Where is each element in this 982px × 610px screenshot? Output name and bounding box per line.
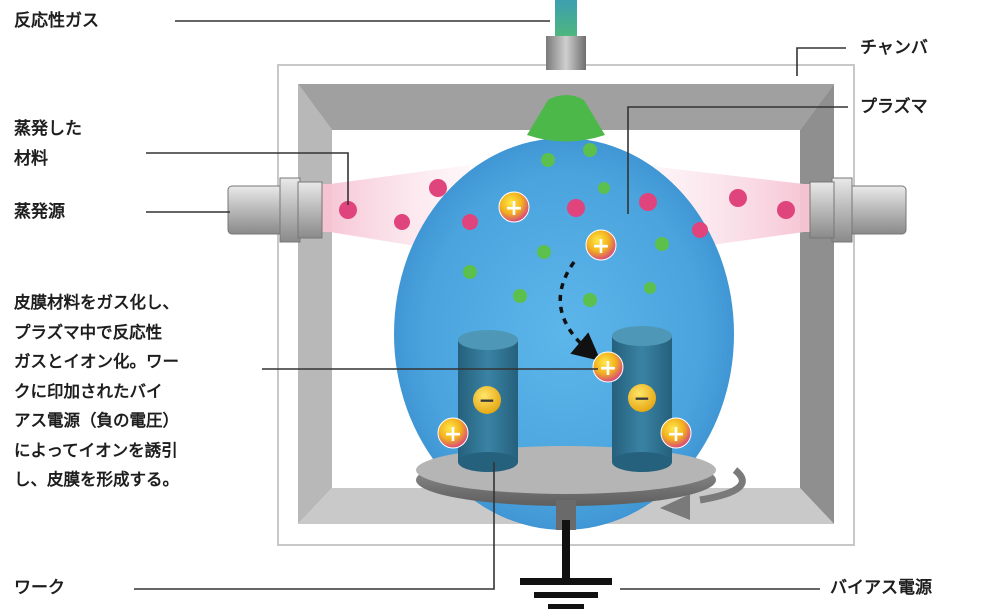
- ground-bar-1: [520, 578, 612, 585]
- negative-charge: −: [628, 384, 656, 412]
- bias-wire: [562, 520, 570, 580]
- label-evaporated-material-line2: 材料: [14, 149, 48, 169]
- description-line: ガスとイオン化。ワー: [14, 352, 179, 371]
- description-line: アス電源（負の電圧）: [14, 411, 179, 430]
- leader-lines: [134, 20, 848, 590]
- negative-charge: −: [473, 386, 501, 414]
- evaporation-source-left: [227, 177, 323, 243]
- rotation-arrow-head: [660, 494, 690, 520]
- chamber-wall-left: [298, 84, 332, 524]
- label-evaporated-material-line1: 蒸発した: [14, 119, 82, 139]
- chamber-wall-right: [800, 84, 834, 524]
- description-line: によってイオンを誘引: [14, 440, 178, 460]
- description-line: 皮膜材料をガス化し、: [14, 293, 179, 312]
- evaporation-source-right: [809, 177, 907, 243]
- gas-inlet-pipe: [555, 0, 577, 38]
- positive-ion: +: [585, 229, 617, 261]
- svg-text:+: +: [599, 356, 617, 381]
- positive-ion: +: [498, 191, 530, 223]
- label-plasma: プラズマ: [860, 97, 928, 117]
- evaporated-particles: [339, 179, 795, 238]
- gas-inlet-nozzle: [546, 36, 586, 70]
- positive-ion: +: [592, 351, 624, 383]
- description-line: し、皮膜を形成する。: [14, 470, 179, 489]
- label-work: ワーク: [14, 578, 65, 598]
- description-line: クに印加されたバイ: [14, 381, 163, 401]
- ground-bar-3: [548, 604, 584, 609]
- svg-text:−: −: [634, 386, 651, 410]
- label-chamber: チャンバ: [860, 38, 928, 58]
- description-line: プラズマ中で反応性: [14, 322, 163, 342]
- ion-path-arrow: [558, 260, 601, 362]
- ground-bar-2: [534, 592, 598, 598]
- rotation-arrow: [699, 467, 746, 504]
- label-evaporation-source: 蒸発源: [14, 202, 65, 222]
- svg-text:+: +: [667, 422, 685, 447]
- svg-text:−: −: [479, 388, 496, 412]
- process-description: 皮膜材料をガス化し、 プラズマ中で反応性 ガスとイオン化。ワー クに印加されたバ…: [14, 288, 264, 495]
- label-reactive-gas: 反応性ガス: [14, 11, 99, 31]
- gas-particles: [463, 143, 669, 307]
- positive-ion: +: [660, 417, 692, 449]
- svg-text:+: +: [444, 422, 462, 447]
- label-bias-power: バイアス電源: [830, 578, 932, 598]
- svg-text:+: +: [592, 234, 610, 259]
- reactive-gas-plume: [527, 95, 605, 142]
- positive-ion: +: [437, 417, 469, 449]
- work-cylinder-right: [612, 326, 672, 472]
- svg-text:+: +: [505, 196, 523, 221]
